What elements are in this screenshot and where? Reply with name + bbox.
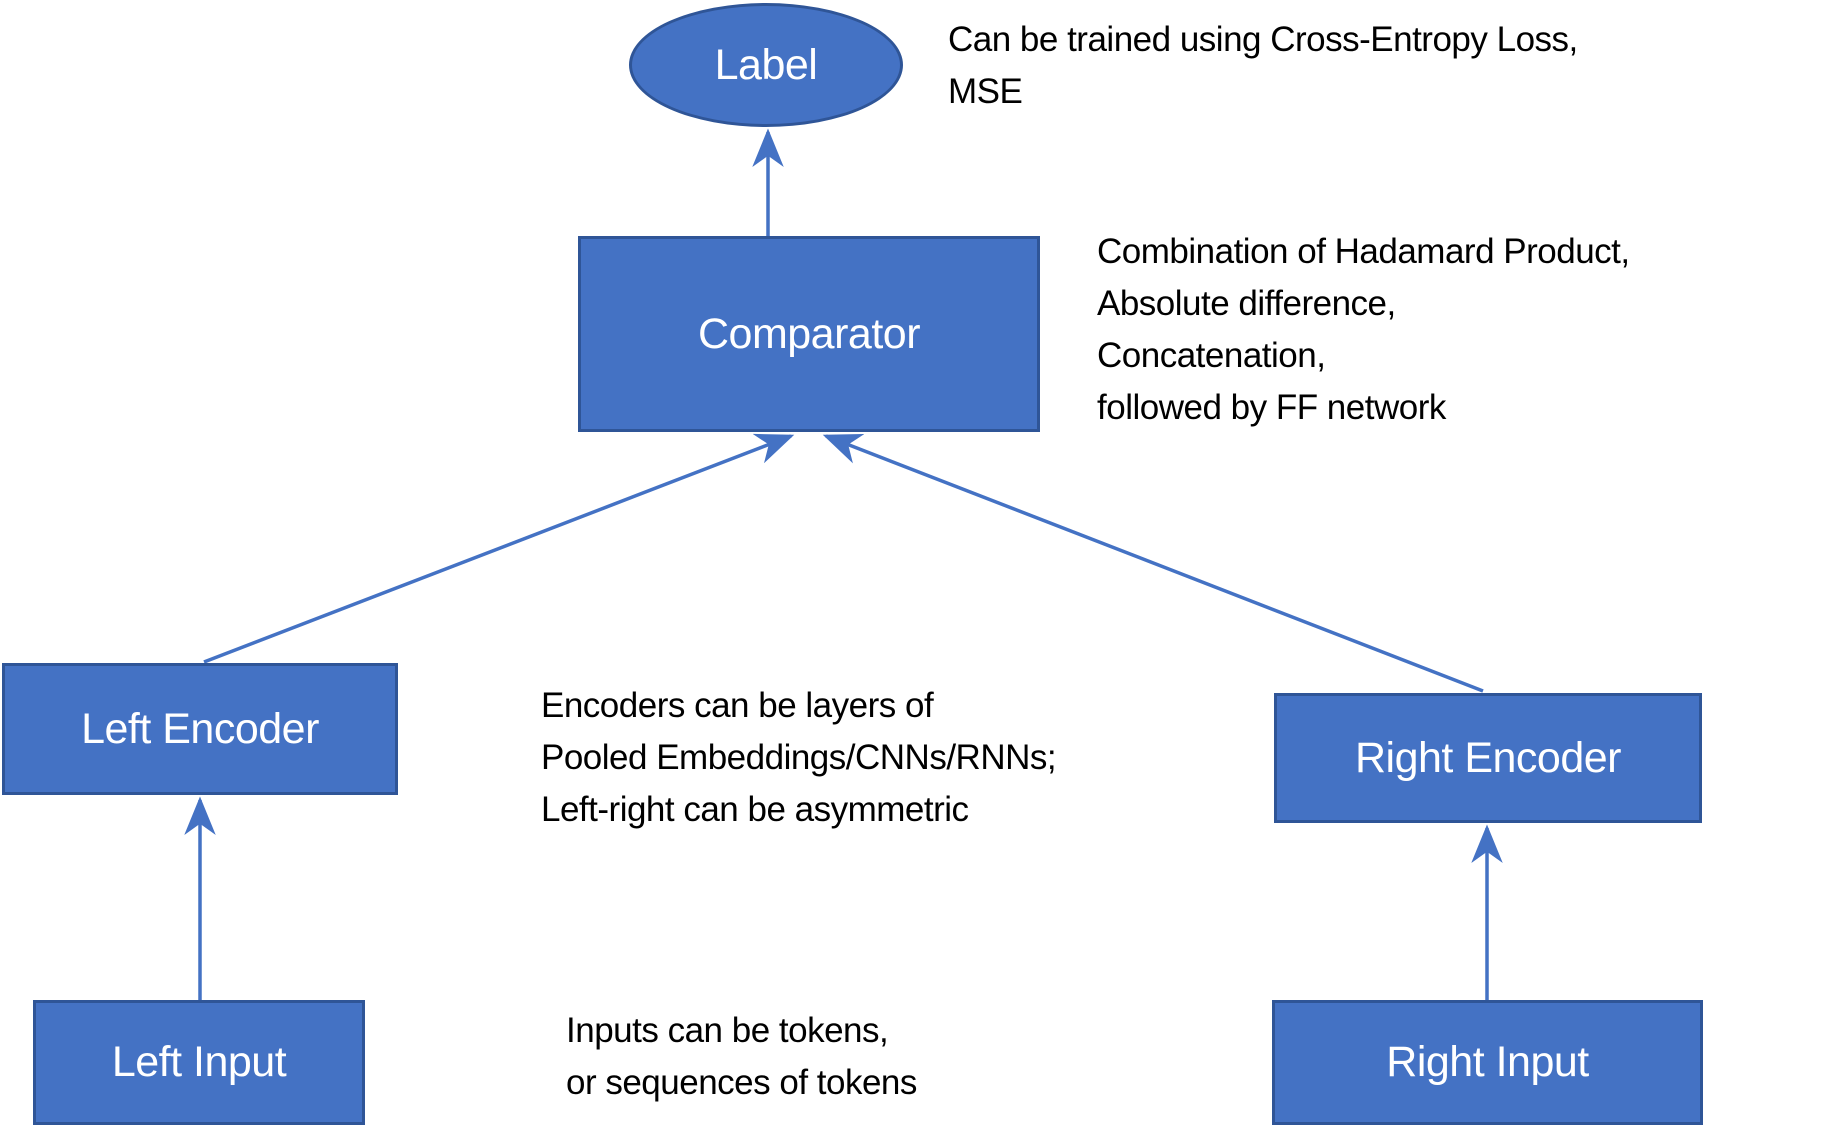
annotation-line: Concatenation, xyxy=(1097,336,1326,375)
annotation-training-loss: Can be trained using Cross-Entropy Loss,… xyxy=(948,14,1578,118)
annotation-line: Pooled Embeddings/CNNs/RNNs; xyxy=(541,738,1057,777)
node-comparator-text: Comparator xyxy=(697,309,921,358)
annotation-line: Can be trained using Cross-Entropy Loss, xyxy=(948,20,1578,59)
node-left-input-text: Left Input xyxy=(111,1038,287,1086)
node-right-input: Right Input xyxy=(1272,1000,1703,1125)
annotation-comparator-detail: Combination of Hadamard Product, Absolut… xyxy=(1097,226,1630,434)
annotation-line: followed by FF network xyxy=(1097,388,1446,427)
annotation-line: Inputs can be tokens, xyxy=(566,1011,889,1050)
edge-left-encoder-to-comparator xyxy=(203,433,795,664)
edge-right-encoder-to-comparator xyxy=(822,433,1484,693)
node-left-encoder: Left Encoder xyxy=(2,663,398,795)
annotation-input-detail: Inputs can be tokens, or sequences of to… xyxy=(566,1005,917,1109)
annotation-line: Combination of Hadamard Product, xyxy=(1097,232,1630,271)
annotation-encoder-detail: Encoders can be layers of Pooled Embeddi… xyxy=(541,680,1057,836)
node-right-encoder: Right Encoder xyxy=(1274,693,1702,823)
annotation-line: Left-right can be asymmetric xyxy=(541,790,969,829)
node-comparator: Comparator xyxy=(578,236,1040,432)
annotation-line: Absolute difference, xyxy=(1097,284,1396,323)
node-right-input-text: Right Input xyxy=(1386,1038,1589,1086)
annotation-line: or sequences of tokens xyxy=(566,1063,917,1102)
node-left-encoder-text: Left Encoder xyxy=(81,704,319,753)
node-right-encoder-text: Right Encoder xyxy=(1355,733,1622,782)
node-label-text: Label xyxy=(714,40,818,89)
node-label: Label xyxy=(629,3,903,127)
annotation-line: MSE xyxy=(948,72,1023,111)
annotation-line: Encoders can be layers of xyxy=(541,686,934,725)
node-left-input: Left Input xyxy=(33,1000,365,1125)
